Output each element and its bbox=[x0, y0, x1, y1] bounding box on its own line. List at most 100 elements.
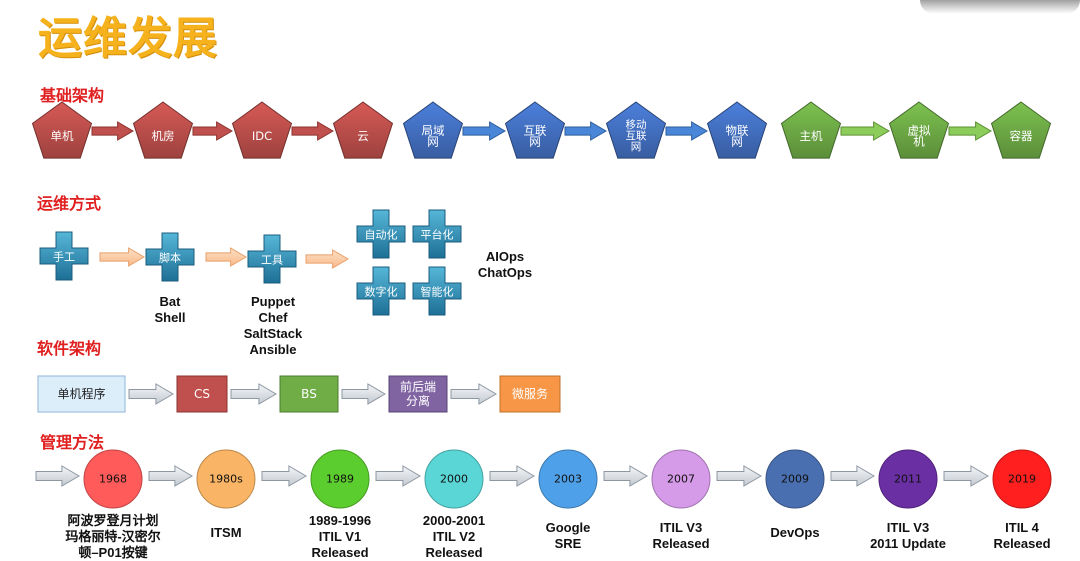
timeline-caption-1-line: ITSM bbox=[210, 525, 242, 540]
timeline-caption-6-line: DevOps bbox=[770, 525, 820, 540]
timeline-caption-7-line: ITIL V3 bbox=[886, 520, 930, 535]
ops-node-2: 工具 bbox=[247, 234, 297, 284]
infra-node-label: 网 bbox=[427, 135, 439, 149]
software-arrow bbox=[450, 383, 497, 405]
infra-arrow bbox=[91, 121, 134, 141]
section-heading-mgmt: 管理方法 bbox=[40, 433, 105, 452]
ops-arrow bbox=[205, 247, 247, 267]
infra-node-1-0: 局域网 bbox=[402, 101, 464, 159]
infra-arrow bbox=[192, 121, 233, 141]
timeline-arrow bbox=[830, 465, 875, 487]
infra-node-0-0: 单机 bbox=[31, 101, 93, 159]
section-heading-ops: 运维方式 bbox=[37, 194, 102, 213]
timeline-year: 1989 bbox=[326, 473, 354, 486]
infra-node-label: 局域 bbox=[422, 124, 445, 138]
infra-node-0-2: IDC bbox=[231, 101, 293, 159]
timeline-caption-0-line: 玛格丽特-汉密尔 bbox=[65, 529, 161, 544]
infra-node-label: 物联 bbox=[726, 124, 749, 138]
timeline-caption-7-line: 2011 Update bbox=[870, 536, 946, 551]
timeline-year: 2003 bbox=[554, 473, 582, 486]
ops-caption-2-line: AIOps bbox=[485, 249, 525, 264]
timeline-arrow bbox=[148, 465, 193, 487]
software-arrow bbox=[341, 383, 386, 405]
timeline-arrow bbox=[943, 465, 989, 487]
timeline-node-4: 2003 bbox=[538, 449, 598, 509]
timeline-year: 2011 bbox=[894, 473, 922, 486]
infra-node-label: 云 bbox=[357, 129, 369, 143]
software-node-label: 分离 bbox=[406, 393, 430, 408]
ops-arrow bbox=[305, 249, 349, 269]
software-node-label: 前后端 bbox=[400, 379, 436, 394]
infra-node-label: 容器 bbox=[1010, 129, 1033, 143]
infra-node-2-0: 主机 bbox=[780, 101, 842, 159]
timeline-node-6: 2009 bbox=[765, 449, 825, 509]
software-node-label: 微服务 bbox=[512, 386, 548, 401]
page-title: 运维发展 bbox=[38, 13, 218, 64]
timeline-caption-3-line: 2000-2001 bbox=[422, 513, 486, 528]
timeline-caption-0: 阿波罗登月计划玛格丽特-汉密尔顿–P01按键 bbox=[54, 513, 172, 561]
timeline-year: 2019 bbox=[1008, 473, 1036, 486]
timeline-caption-2-line: Released bbox=[311, 545, 369, 560]
timeline-caption-4-line: Google bbox=[545, 520, 591, 535]
ops-grid-label: 数字化 bbox=[365, 285, 398, 299]
timeline-caption-1: ITSM bbox=[167, 525, 285, 541]
ops-grid-node-2: 数字化 bbox=[356, 266, 406, 316]
timeline-caption-8-line: Released bbox=[993, 536, 1051, 551]
timeline-arrow bbox=[603, 465, 648, 487]
timeline-year: 2009 bbox=[781, 473, 809, 486]
software-node-label: BS bbox=[301, 387, 317, 401]
infra-node-label: 网 bbox=[731, 135, 743, 149]
timeline-node-3: 2000 bbox=[424, 449, 484, 509]
timeline-node-5: 2007 bbox=[651, 449, 711, 509]
infra-node-label: 机 bbox=[913, 135, 925, 149]
infra-node-label: 虚拟 bbox=[908, 124, 931, 138]
timeline-caption-2-line: ITIL V1 bbox=[318, 529, 362, 544]
software-arrow bbox=[128, 383, 174, 405]
ops-grid-node-1: 平台化 bbox=[412, 209, 462, 259]
infra-arrow bbox=[462, 121, 506, 141]
infra-node-label: 互联 bbox=[524, 124, 547, 138]
section-heading-infra: 基础架构 bbox=[40, 86, 105, 105]
timeline-caption-6: DevOps bbox=[736, 525, 854, 541]
software-node-4: 微服务 bbox=[499, 375, 561, 413]
infra-node-label: 网 bbox=[631, 141, 642, 153]
infra-node-label: 移动 bbox=[626, 118, 647, 131]
timeline-node-7: 2011 bbox=[878, 449, 938, 509]
ops-caption-1-line: SaltStack bbox=[243, 326, 303, 341]
infra-node-0-3: 云 bbox=[332, 101, 394, 159]
ops-caption-0-line: Shell bbox=[154, 310, 186, 325]
ops-node-label: 脚本 bbox=[159, 251, 181, 265]
timeline-caption-2-line: 1989-1996 bbox=[308, 513, 372, 528]
software-node-1: CS bbox=[176, 375, 228, 413]
ops-arrow bbox=[99, 247, 145, 267]
timeline-year: 2007 bbox=[667, 473, 695, 486]
ops-node-1: 脚本 bbox=[145, 232, 195, 282]
ops-node-0: 手工 bbox=[39, 231, 89, 281]
timeline-year: 2000 bbox=[440, 473, 468, 486]
timeline-node-1: 1980s bbox=[196, 449, 256, 509]
timeline-caption-4-line: SRE bbox=[554, 536, 582, 551]
timeline-arrow bbox=[261, 465, 307, 487]
infra-node-label: 互联 bbox=[626, 130, 647, 142]
timeline-caption-0-line: 阿波罗登月计划 bbox=[67, 513, 159, 528]
ops-caption-1-line: Ansible bbox=[249, 342, 297, 357]
timeline-year: 1980s bbox=[209, 473, 243, 486]
timeline-caption-0-line: 顿–P01按键 bbox=[78, 545, 148, 560]
infra-node-label: 主机 bbox=[800, 129, 823, 143]
ops-grid-label: 智能化 bbox=[421, 285, 454, 299]
infra-node-1-3: 物联网 bbox=[706, 101, 768, 159]
infra-node-2-2: 容器 bbox=[990, 101, 1052, 159]
software-node-label: 单机程序 bbox=[57, 386, 105, 401]
